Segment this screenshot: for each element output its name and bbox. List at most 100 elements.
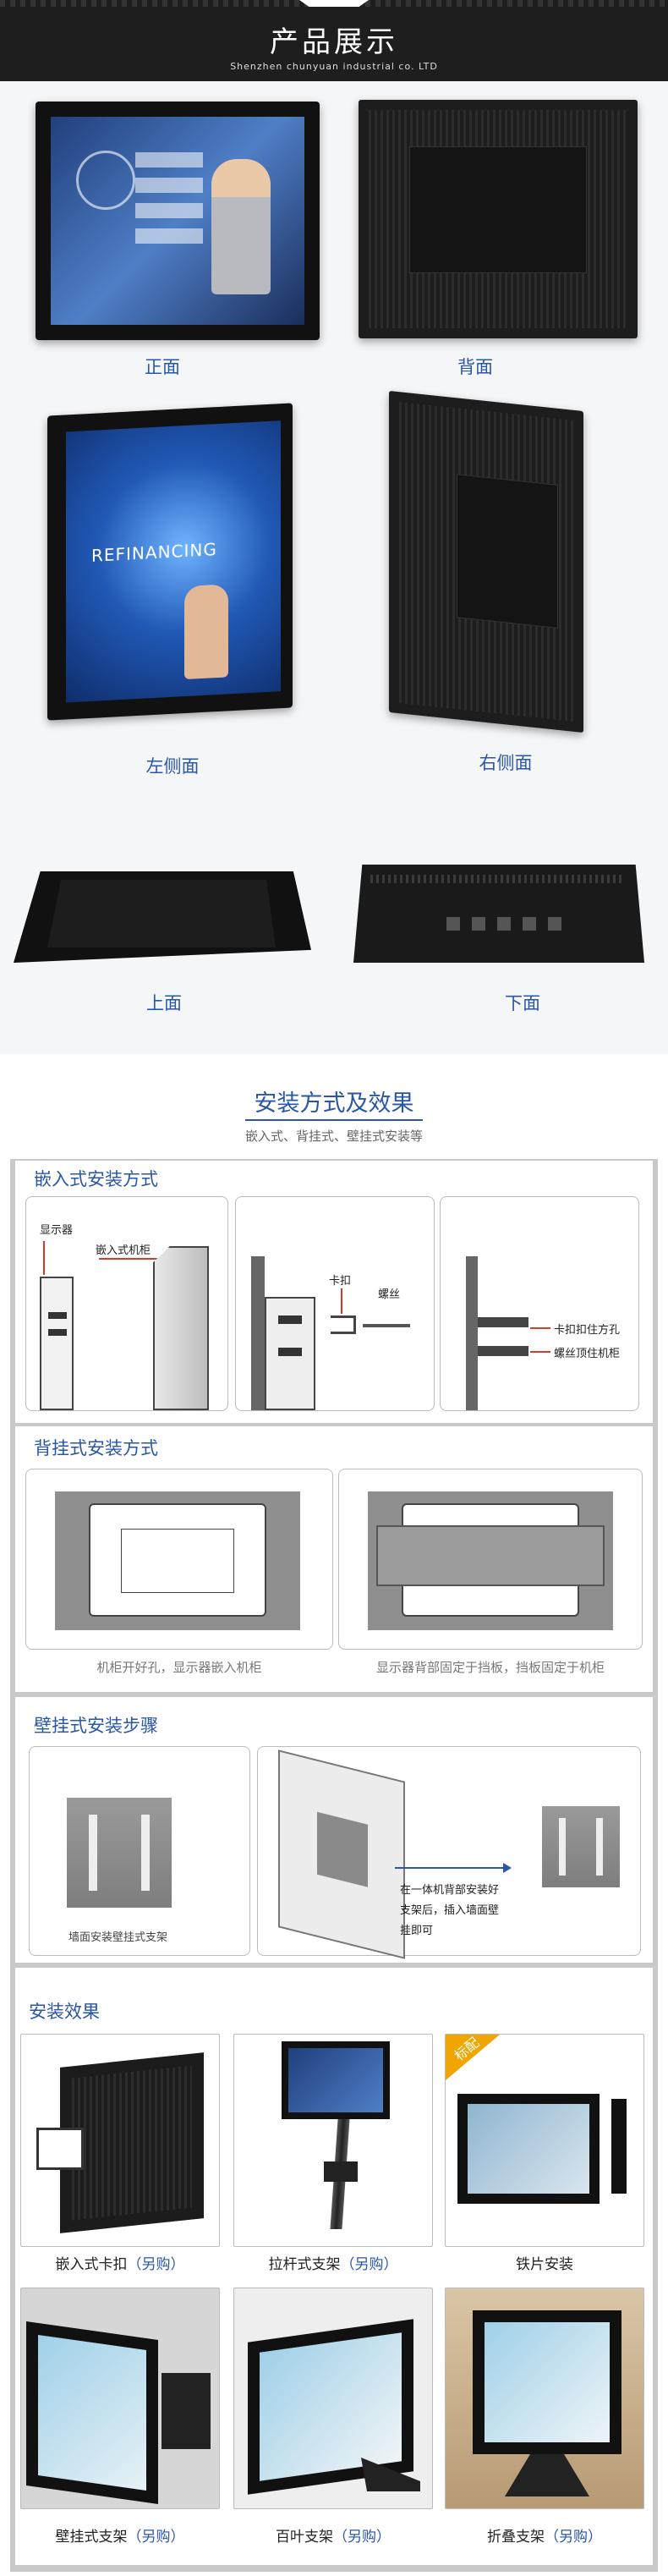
effect-caption-1: 嵌入式卡扣（另购） bbox=[20, 2252, 220, 2273]
embedded-step-1: 显示器 嵌入式机柜 bbox=[25, 1196, 228, 1411]
screw-label: 螺丝 bbox=[378, 1288, 401, 1301]
assembled-clip-lower bbox=[478, 1346, 528, 1356]
wall-step-1-caption: 墙面安装壁挂式支架 bbox=[68, 1931, 168, 1944]
effect-caption-4: 壁挂式支架（另购） bbox=[20, 2524, 220, 2546]
backmount-caption-2: 显示器背部固定于挡板，挡板固定于机柜 bbox=[375, 1660, 605, 1675]
effect-caption-6-extra: （另购） bbox=[545, 2529, 602, 2546]
effect-caption-6: 折叠支架（另购） bbox=[445, 2524, 644, 2546]
header-subtitle: Shenzhen chunyuan industrial co. LTD bbox=[230, 61, 438, 72]
cabinet-label: 嵌入式机柜 bbox=[96, 1244, 151, 1257]
bracket-drawing bbox=[368, 1491, 613, 1630]
page-header: 产品展示 Shenzhen chunyuan industrial co. LT… bbox=[0, 0, 668, 81]
effect-caption-3: 铁片安装 bbox=[516, 2256, 573, 2273]
wall-note-line-3: 挂即可 bbox=[400, 1925, 434, 1937]
header-notch bbox=[299, 0, 369, 7]
wall-heading: 壁挂式安装步骤 bbox=[34, 1716, 158, 1736]
clip-hold-arrow bbox=[530, 1327, 550, 1329]
wall-step-2: 在一体机背部安装好 支架后，插入墙面壁 挂即可 bbox=[257, 1746, 641, 1959]
wall-bracket-drawing bbox=[67, 1798, 172, 1908]
header-title: 产品展示 bbox=[270, 25, 398, 59]
wall-step-1: 墙面安装壁挂式支架 bbox=[29, 1746, 250, 1956]
display-back-drawing bbox=[265, 1297, 315, 1410]
left-side-view-image: REFINANCING bbox=[47, 403, 293, 721]
assembled-wall bbox=[466, 1256, 478, 1410]
screw-drawing bbox=[363, 1324, 410, 1327]
effect-clip-icon bbox=[36, 2128, 84, 2170]
touch-circle-icon bbox=[76, 151, 135, 210]
embedded-step-3: 卡扣扣住方孔 螺丝顶住机柜 bbox=[440, 1196, 639, 1411]
effect-monitor-4 bbox=[26, 2321, 158, 2504]
bottom-view-image bbox=[353, 865, 644, 963]
effect-monitor-2 bbox=[282, 2041, 390, 2119]
effect-caption-1-text: 嵌入式卡扣 bbox=[55, 2256, 128, 2273]
backmount-caption-1: 机柜开好孔，显示器嵌入机柜 bbox=[96, 1660, 262, 1675]
embedded-heading: 嵌入式安装方式 bbox=[34, 1169, 158, 1189]
screw-top-label: 螺丝顶住机柜 bbox=[554, 1348, 621, 1360]
assembled-clip-upper bbox=[478, 1317, 528, 1327]
caption-top: 上面 bbox=[146, 993, 182, 1013]
effect-card-4 bbox=[20, 2288, 220, 2509]
effect-caption-4-extra: （另购） bbox=[127, 2529, 185, 2546]
embedded-step-2: 卡扣 螺丝 bbox=[235, 1196, 435, 1411]
front-screen bbox=[51, 117, 304, 325]
effect-caption-2-text: 拉杆式支架 bbox=[268, 2256, 341, 2273]
effect-monitor-5 bbox=[248, 2319, 413, 2495]
right-side-view-image bbox=[389, 390, 583, 733]
top-view-screen bbox=[47, 880, 276, 947]
hand-figure bbox=[184, 584, 228, 680]
effect-wall-bracket bbox=[162, 2373, 211, 2449]
wall-note-arrow bbox=[395, 1867, 505, 1869]
display-arrow bbox=[43, 1241, 45, 1275]
display-side-drawing bbox=[40, 1277, 74, 1410]
effect-fold-stand bbox=[505, 2454, 589, 2496]
cabinet-drawing bbox=[153, 1246, 209, 1410]
effect-caption-1-extra: （另购） bbox=[127, 2256, 185, 2273]
display-label: 显示器 bbox=[40, 1224, 74, 1237]
effect-card-2 bbox=[233, 2034, 433, 2247]
cabinet-wall-drawing bbox=[251, 1256, 265, 1410]
cabinet-cutout-drawing bbox=[55, 1491, 300, 1630]
iron-plate-drawing bbox=[611, 2099, 627, 2194]
screw-top-arrow bbox=[530, 1351, 550, 1353]
clip-label: 卡扣 bbox=[329, 1275, 352, 1288]
effect-caption-2-extra: （另购） bbox=[340, 2256, 398, 2273]
effect-monitor-3 bbox=[457, 2094, 600, 2204]
effect-caption-5: 百叶支架（另购） bbox=[233, 2524, 433, 2546]
effect-card-5 bbox=[233, 2288, 433, 2509]
bottom-vent bbox=[370, 875, 624, 883]
top-view-image bbox=[14, 871, 311, 963]
wall-bracket-small-drawing bbox=[542, 1806, 620, 1887]
caption-right: 右侧面 bbox=[479, 753, 533, 773]
wall-note-line-2: 支架后，插入墙面壁 bbox=[400, 1904, 500, 1917]
effect-caption-6-text: 折叠支架 bbox=[487, 2529, 545, 2546]
effect-caption-4-text: 壁挂式支架 bbox=[55, 2529, 128, 2546]
screen-text: REFINANCING bbox=[91, 539, 217, 566]
install-title: 安装方式及效果 bbox=[254, 1090, 414, 1117]
effect-caption-2: 拉杆式支架（另购） bbox=[233, 2252, 433, 2273]
monitor-back-drawing bbox=[278, 1749, 405, 1959]
floating-cards bbox=[135, 142, 203, 244]
cabinet-arrow bbox=[99, 1258, 160, 1260]
effect-card-3: 标配 bbox=[445, 2034, 644, 2247]
effect-card-1 bbox=[20, 2034, 220, 2247]
side-panel bbox=[457, 474, 558, 629]
clip-drawing bbox=[331, 1315, 356, 1334]
install-title-underline bbox=[245, 1119, 423, 1121]
backmount-step-2 bbox=[338, 1469, 643, 1650]
caption-left: 左侧面 bbox=[145, 756, 200, 777]
caption-bottom: 下面 bbox=[505, 993, 540, 1013]
clip-arrow bbox=[341, 1288, 342, 1314]
product-views: 正面 背面 REFINANCING 左侧面 右侧面 上面 下面 bbox=[0, 81, 668, 1054]
io-ports bbox=[446, 917, 573, 931]
effect-caption-5-extra: （另购） bbox=[333, 2529, 391, 2546]
backmount-heading: 背挂式安装方式 bbox=[34, 1438, 158, 1458]
wall-note-arrowhead bbox=[503, 1863, 512, 1873]
back-panel bbox=[409, 146, 587, 273]
effect-heading: 安装效果 bbox=[29, 2002, 100, 2022]
effect-caption-5-text: 百叶支架 bbox=[276, 2529, 333, 2546]
back-view-image bbox=[359, 100, 638, 338]
wall-note-line-1: 在一体机背部安装好 bbox=[400, 1884, 500, 1897]
person-figure bbox=[211, 159, 271, 294]
install-subtitle: 嵌入式、背挂式、壁挂式安装等 bbox=[244, 1129, 423, 1144]
effect-pole-clamp bbox=[324, 2161, 358, 2182]
